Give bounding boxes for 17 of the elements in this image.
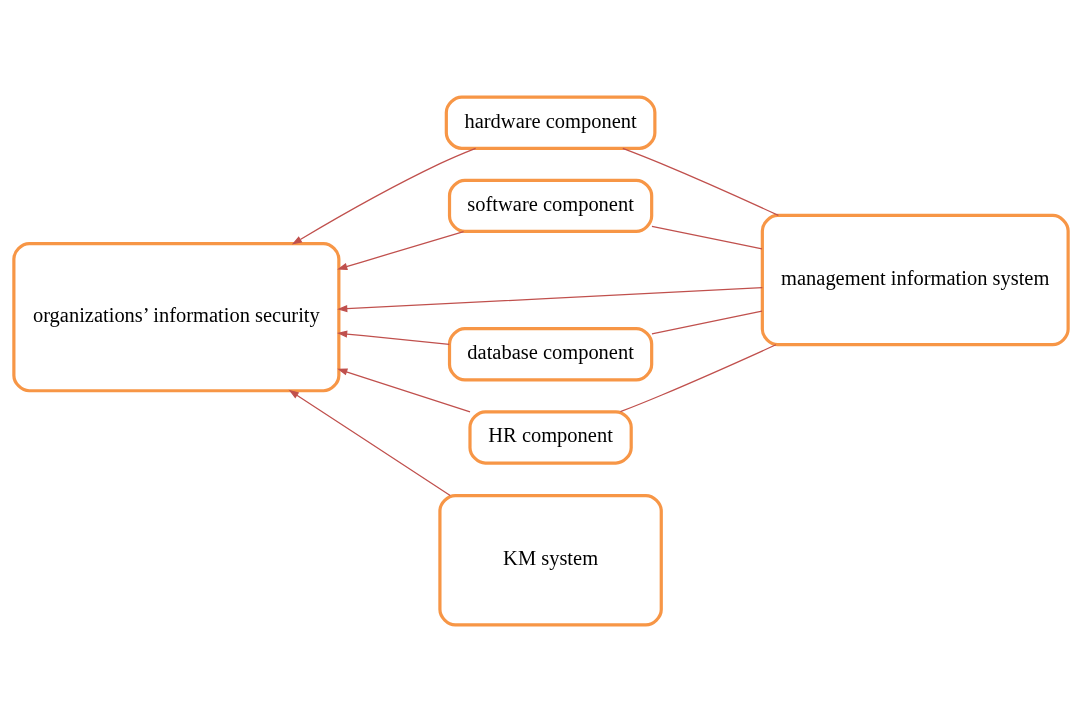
arrow xyxy=(337,230,465,270)
connector xyxy=(651,225,763,250)
node-box: organizations’ information security xyxy=(12,241,341,392)
connector xyxy=(619,343,777,412)
arrow xyxy=(336,330,450,345)
arrow xyxy=(337,286,763,312)
node-box: management information system xyxy=(760,213,1070,346)
node-box: database component xyxy=(447,326,654,381)
arrow xyxy=(291,147,477,245)
connector xyxy=(651,310,763,334)
node-box: software component xyxy=(447,178,654,233)
connector xyxy=(622,147,780,216)
node-box: HR component xyxy=(468,409,633,465)
arrow xyxy=(288,389,451,496)
node-box: hardware component xyxy=(444,95,657,150)
arrow xyxy=(337,368,471,412)
node-box: KM system xyxy=(438,493,663,626)
